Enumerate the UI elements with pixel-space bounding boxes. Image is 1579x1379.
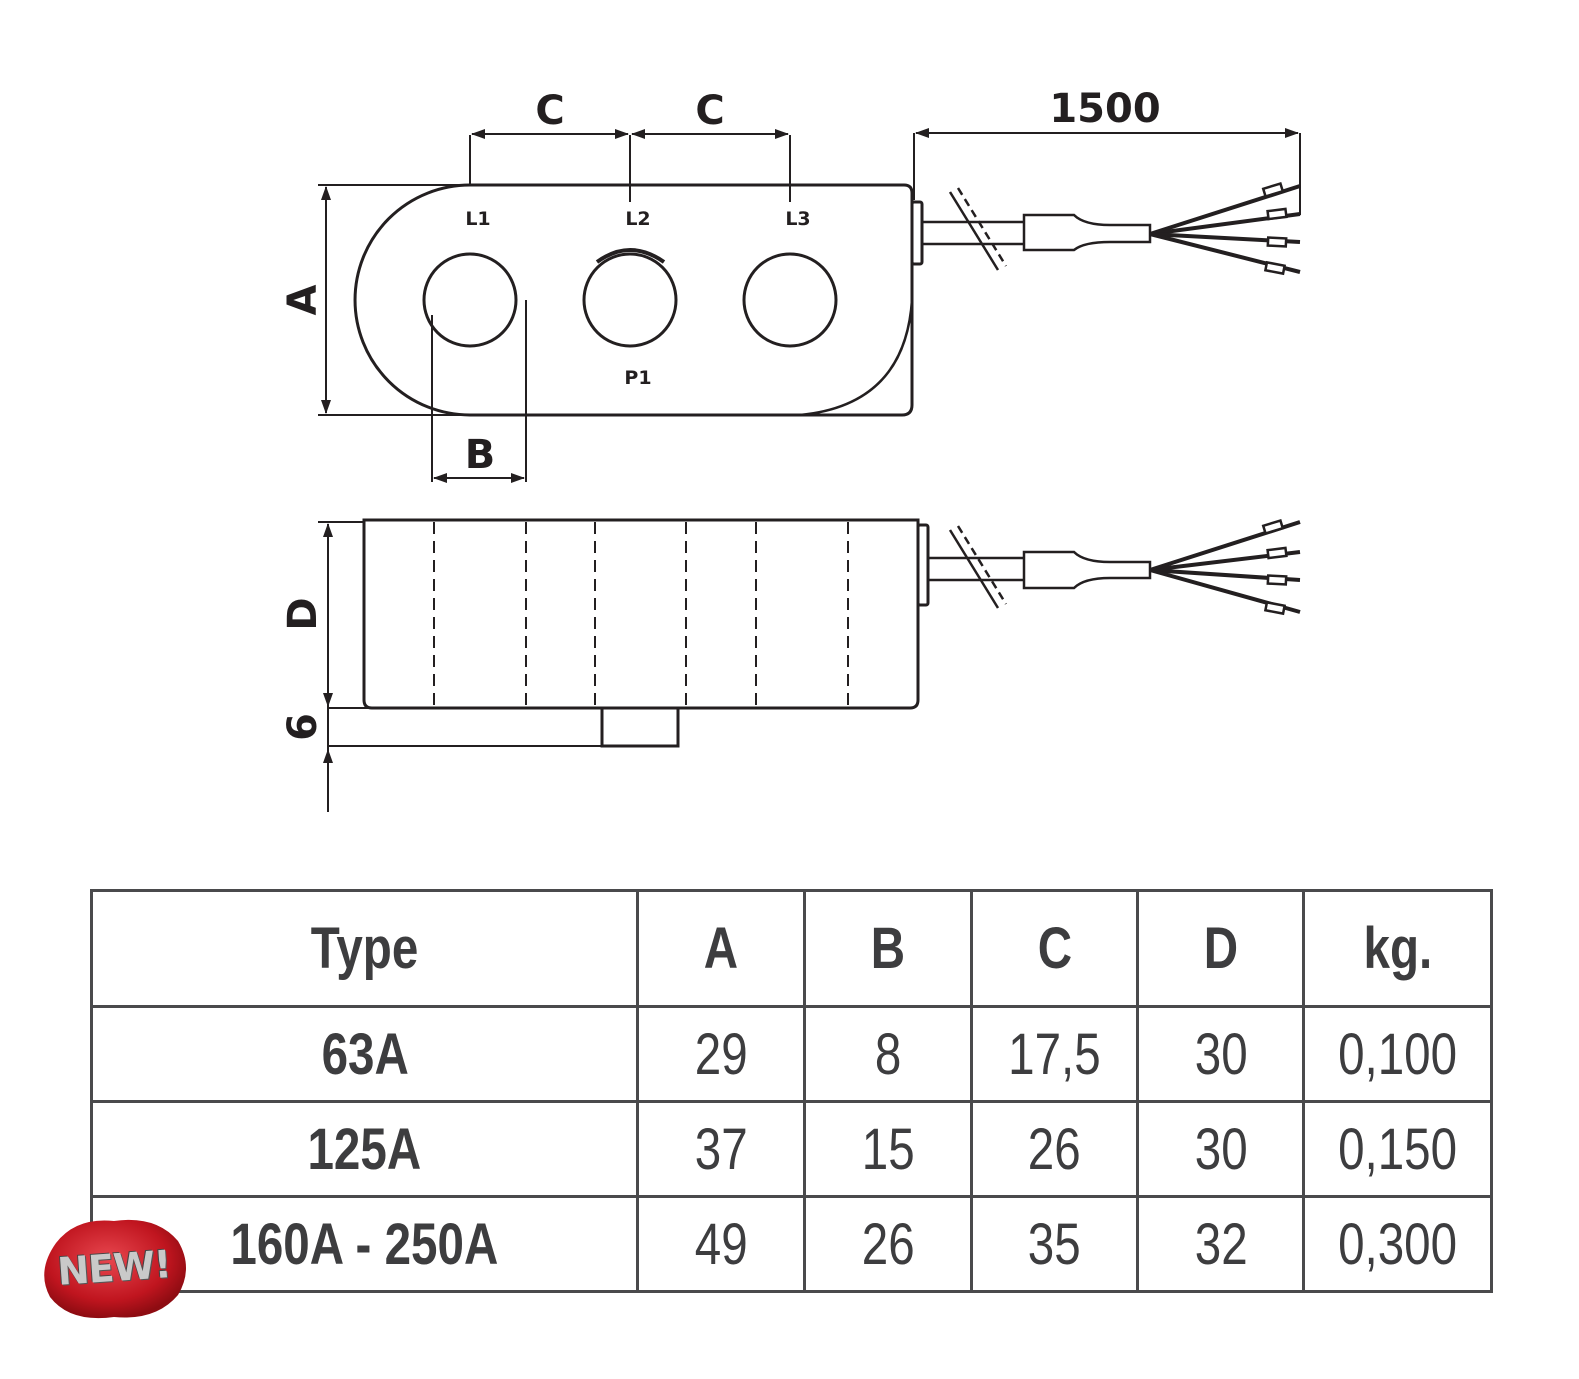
header-type: Type [89, 889, 640, 1008]
top-view-dimensions [318, 128, 1301, 483]
header-kg: kg. [1302, 889, 1493, 1008]
mounting-boss [600, 706, 680, 748]
hole-l1 [422, 252, 518, 348]
cell-kg: 0,150 [1302, 1100, 1493, 1198]
side-view [327, 518, 930, 748]
cell-d: 30 [1136, 1005, 1306, 1103]
new-badge-text: NEW! [56, 1242, 172, 1294]
cell-b: 15 [803, 1100, 973, 1198]
cell-a: 49 [636, 1195, 807, 1293]
table-header-row: Type A B C D kg. [89, 889, 1493, 1008]
hole-l3 [742, 252, 838, 348]
dim-cable-length-label: 1500 [1049, 86, 1160, 132]
cell-c: 35 [969, 1195, 1140, 1293]
cell-kg: 0,300 [1302, 1195, 1493, 1293]
cell-c: 26 [969, 1100, 1140, 1198]
header-d: D [1136, 889, 1306, 1008]
header-a: A [636, 889, 807, 1008]
dim-b-label: B [465, 432, 496, 478]
table-row: 160A - 250A 49 26 35 32 0,300 [89, 1195, 1493, 1293]
side-view-cable [928, 518, 1301, 616]
cell-a: 29 [636, 1005, 807, 1103]
technical-drawing: C C 1500 A B L1 L2 L3 P1 [280, 86, 1301, 812]
top-view-cable [922, 181, 1301, 276]
top-view-body [353, 183, 914, 417]
new-badge: NEW! [36, 1213, 192, 1323]
cell-b: 8 [803, 1005, 973, 1103]
new-badge-blob [44, 1219, 187, 1319]
cell-kg: 0,100 [1302, 1005, 1493, 1103]
hole-l2 [582, 252, 678, 348]
mounting-foot [327, 707, 603, 747]
table-row: 125A 37 15 26 30 0,150 [89, 1100, 1493, 1198]
side-view-body [362, 518, 920, 710]
cell-type: 63A [89, 1005, 640, 1103]
dim-c-left-label: C [535, 88, 564, 134]
table-row: 63A 29 8 17,5 30 0,100 [89, 1005, 1493, 1103]
dim-c-right-label: C [695, 88, 724, 134]
cell-a: 37 [636, 1100, 807, 1198]
hole-label-l1: L1 [465, 208, 490, 230]
top-view [353, 183, 924, 417]
hole-l2-arc [595, 248, 666, 264]
primary-label: P1 [624, 367, 651, 389]
dim-d-label: D [280, 597, 326, 630]
cable-gland-top [910, 200, 924, 266]
hole-label-l2: L2 [625, 208, 650, 230]
side-view-dimensions [318, 521, 364, 812]
header-b: B [803, 889, 973, 1008]
header-c: C [969, 889, 1140, 1008]
hole-label-l3: L3 [785, 208, 810, 230]
cell-d: 32 [1136, 1195, 1306, 1293]
cell-c: 17,5 [969, 1005, 1140, 1103]
dim-6-label: 6 [280, 713, 326, 741]
cell-type: 125A [89, 1100, 640, 1198]
cable-gland-side [916, 523, 930, 607]
cell-b: 26 [803, 1195, 973, 1293]
spec-table: Type A B C D kg. 63A 29 8 17,5 30 0,100 … [89, 889, 1493, 1293]
side-view-hidden-lines [433, 522, 849, 706]
cell-d: 30 [1136, 1100, 1306, 1198]
dim-a-label: A [280, 284, 326, 315]
